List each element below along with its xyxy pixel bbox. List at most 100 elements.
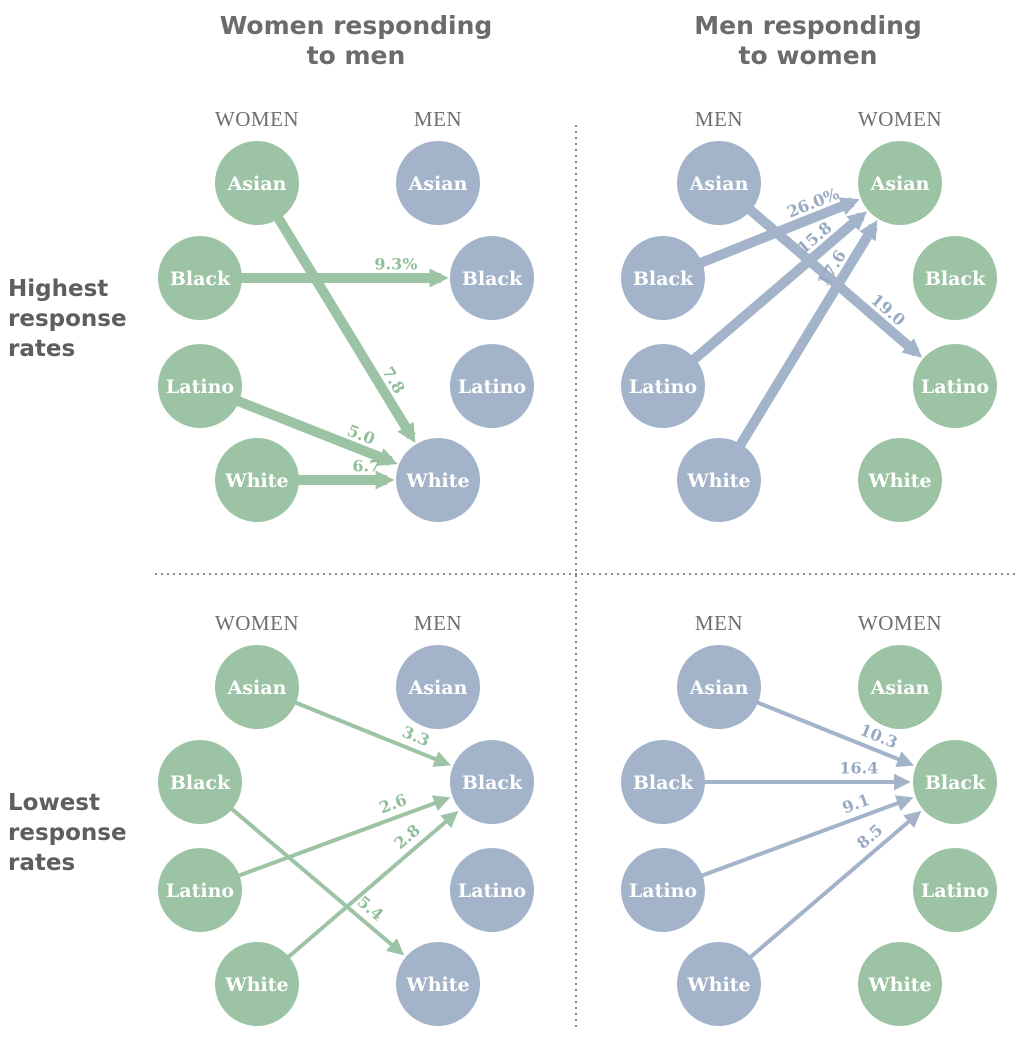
edge-label: 9.3% [374, 255, 417, 274]
node-label: White [405, 974, 469, 996]
node-circle [158, 848, 242, 932]
arrow-asian-to-black [751, 698, 914, 767]
node-circle [677, 141, 761, 225]
row-title-lowest-line1: Lowest [8, 790, 100, 816]
row-title-highest-line2: response [8, 306, 127, 332]
node-circle [450, 740, 534, 824]
node-men-asian: Asian [677, 141, 761, 225]
node-women-asian: Asian [858, 645, 942, 729]
node-men-white: White [396, 942, 480, 1026]
node-women-latino: Latino [158, 344, 242, 428]
node-label: White [686, 470, 750, 492]
node-circle [396, 141, 480, 225]
node-circle [677, 645, 761, 729]
arrow-asian-to-black [289, 698, 451, 767]
node-women-latino: Latino [913, 848, 997, 932]
node-circle [396, 942, 480, 1026]
node-label: Asian [227, 677, 287, 699]
node-women-white: White [215, 438, 299, 522]
dividers [155, 125, 1015, 1030]
node-label: Asian [227, 173, 287, 195]
arrow-latino-to-asian [687, 211, 868, 367]
node-men-white: White [677, 942, 761, 1026]
node-circle [858, 942, 942, 1026]
node-women-asian: Asian [215, 141, 299, 225]
node-circle [215, 438, 299, 522]
edge-label: 16.4 [839, 759, 878, 778]
node-men-asian: Asian [396, 645, 480, 729]
node-women-latino: Latino [913, 344, 997, 428]
node-circle [913, 740, 997, 824]
node-circle [677, 438, 761, 522]
arrow-asian-to-white [271, 211, 416, 443]
node-label: Black [925, 772, 986, 794]
row-title-lowest-line3: rates [8, 850, 75, 876]
node-circle [621, 740, 705, 824]
node-women-black: Black [913, 740, 997, 824]
column-header-left: WOMEN [215, 107, 299, 131]
node-label: White [686, 974, 750, 996]
node-label: Asian [870, 677, 930, 699]
node-men-black: Black [450, 236, 534, 320]
node-label: White [224, 470, 288, 492]
arrow-asian-to-latino [743, 202, 923, 358]
node-circle [215, 942, 299, 1026]
node-women-white: White [858, 438, 942, 522]
row-title-highest-line1: Highest [8, 276, 108, 302]
edge-label: 2.8 [390, 820, 423, 853]
node-circle [450, 344, 534, 428]
arrow-white-to-black [745, 810, 922, 963]
node-circle [450, 848, 534, 932]
node-circle [215, 645, 299, 729]
node-men-asian: Asian [396, 141, 480, 225]
node-women-black: Black [158, 740, 242, 824]
node-label: Latino [166, 376, 234, 398]
node-circle [913, 848, 997, 932]
node-men-latino: Latino [621, 344, 705, 428]
node-label: Black [925, 268, 986, 290]
node-label: Asian [408, 677, 468, 699]
node-circle [396, 645, 480, 729]
column-titles: Women responding to men Men responding t… [220, 11, 922, 70]
node-circle [158, 740, 242, 824]
arrow-white-to-black [282, 810, 459, 963]
column-header-left: WOMEN [215, 611, 299, 635]
node-women-white: White [215, 942, 299, 1026]
col-title-women-line1: Women responding [220, 11, 493, 40]
node-women-asian: Asian [215, 645, 299, 729]
node-men-white: White [396, 438, 480, 522]
node-label: Asian [689, 173, 749, 195]
row-titles: Highest response rates Lowest response r… [8, 276, 127, 876]
node-label: White [224, 974, 288, 996]
node-label: White [405, 470, 469, 492]
arrow-latino-to-black [233, 795, 451, 880]
node-circle [621, 848, 705, 932]
node-circle [621, 344, 705, 428]
node-men-black: Black [621, 740, 705, 824]
node-circle [158, 236, 242, 320]
column-header-right: WOMEN [858, 611, 942, 635]
node-circle [913, 236, 997, 320]
node-label: Latino [458, 880, 526, 902]
node-label: Black [462, 268, 523, 290]
row-title-lowest-line2: response [8, 820, 127, 846]
node-label: Latino [921, 880, 989, 902]
node-circle [858, 141, 942, 225]
node-circle [858, 645, 942, 729]
column-header-right: WOMEN [858, 107, 942, 131]
node-women-white: White [858, 942, 942, 1026]
node-men-latino: Latino [450, 848, 534, 932]
edge-label: 8.5 [853, 820, 887, 853]
col-title-women-line2: to men [307, 41, 406, 70]
node-women-latino: Latino [158, 848, 242, 932]
node-circle [621, 236, 705, 320]
node-women-black: Black [913, 236, 997, 320]
node-label: Latino [629, 880, 697, 902]
column-header-right: MEN [414, 107, 462, 131]
node-label: Asian [408, 173, 468, 195]
node-label: Black [462, 772, 523, 794]
